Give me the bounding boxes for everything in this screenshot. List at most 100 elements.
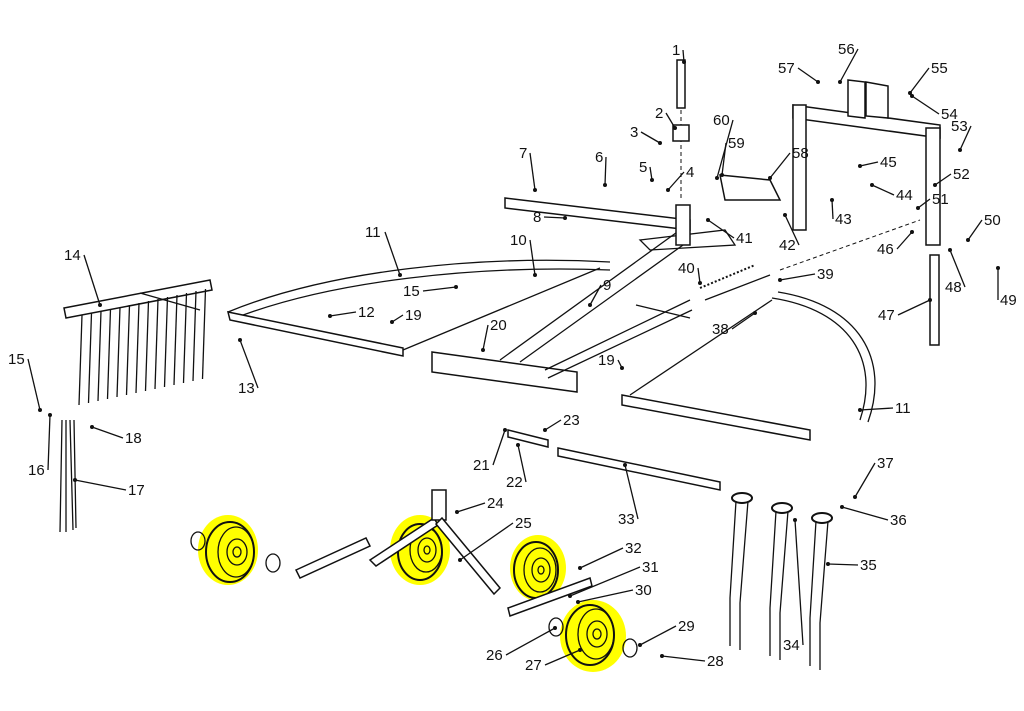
- part-label-47[interactable]: 47: [878, 307, 895, 324]
- part-label-27[interactable]: 27: [525, 657, 542, 674]
- part-label-23[interactable]: 23: [563, 412, 580, 429]
- part-label-52[interactable]: 52: [953, 166, 970, 183]
- part-label-17[interactable]: 17: [128, 482, 145, 499]
- part-label-53[interactable]: 53: [951, 118, 968, 135]
- leader-line-25: [459, 522, 514, 561]
- part-label-13[interactable]: 13: [238, 380, 255, 397]
- leader-dot-26: [553, 626, 557, 630]
- pin: [672, 59, 690, 200]
- leader-line-44: [871, 184, 895, 196]
- leader-dot-21: [503, 428, 507, 432]
- part-label-19[interactable]: 19: [405, 307, 422, 324]
- part-label-29[interactable]: 29: [678, 618, 695, 635]
- part-label-4[interactable]: 4: [686, 164, 694, 181]
- leader-lines: [27, 48, 1000, 666]
- part-label-48[interactable]: 48: [945, 279, 962, 296]
- part-label-11[interactable]: 11: [895, 400, 911, 417]
- part-label-5[interactable]: 5: [639, 159, 647, 176]
- part-label-46[interactable]: 46: [877, 241, 894, 258]
- leader-dot-52: [933, 183, 937, 187]
- leader-dot-20: [481, 348, 485, 352]
- part-label-33[interactable]: 33: [618, 511, 635, 528]
- part-label-30[interactable]: 30: [635, 582, 652, 599]
- leader-line-47: [897, 299, 931, 316]
- part-label-26[interactable]: 26: [486, 647, 503, 664]
- washer: [548, 617, 564, 637]
- part-label-54[interactable]: 54: [941, 106, 958, 123]
- leader-line-19: [391, 314, 404, 323]
- part-label-2[interactable]: 2: [655, 105, 663, 122]
- leader-dot-13: [238, 338, 242, 342]
- part-label-19[interactable]: 19: [598, 352, 615, 369]
- part-label-16[interactable]: 16: [28, 462, 45, 479]
- part-label-43[interactable]: 43: [835, 211, 852, 228]
- leader-dot-2: [673, 126, 677, 130]
- part-label-1[interactable]: 1: [672, 42, 680, 59]
- part-label-56[interactable]: 56: [838, 41, 855, 58]
- part-label-51[interactable]: 51: [932, 191, 949, 208]
- main-frame: [431, 197, 737, 393]
- part-label-60[interactable]: 60: [713, 112, 730, 129]
- part-label-8[interactable]: 8: [533, 209, 541, 226]
- leader-line-10: [529, 239, 536, 276]
- part-label-44[interactable]: 44: [896, 187, 913, 204]
- part-label-12[interactable]: 12: [358, 304, 375, 321]
- rake-tine: [87, 312, 93, 404]
- leader-dot-15: [454, 285, 458, 289]
- leader-dot-15: [38, 408, 42, 412]
- part-label-28[interactable]: 28: [707, 653, 724, 670]
- part-label-34[interactable]: 34: [783, 637, 800, 654]
- part-label-7[interactable]: 7: [519, 145, 527, 162]
- part-label-38[interactable]: 38: [712, 321, 729, 338]
- part-label-50[interactable]: 50: [984, 212, 1001, 229]
- part-label-14[interactable]: 14: [64, 247, 81, 264]
- part-label-10[interactable]: 10: [510, 232, 527, 249]
- part-label-15[interactable]: 15: [8, 351, 25, 368]
- part-label-49[interactable]: 49: [1000, 292, 1017, 309]
- leader-line-50: [967, 219, 983, 241]
- wheel-4: [565, 604, 615, 666]
- leader-line-31: [569, 566, 641, 597]
- leader-line-38: [731, 312, 756, 330]
- washer: [265, 553, 281, 573]
- part-label-39[interactable]: 39: [817, 266, 834, 283]
- leader-line-18: [91, 426, 124, 439]
- part-label-36[interactable]: 36: [890, 512, 907, 529]
- leader-line-57: [797, 67, 819, 83]
- rake-head: [63, 279, 213, 406]
- part-label-58[interactable]: 58: [792, 145, 809, 162]
- part-label-42[interactable]: 42: [779, 237, 796, 254]
- part-label-25[interactable]: 25: [515, 515, 532, 532]
- part-label-24[interactable]: 24: [487, 495, 504, 512]
- part-label-9[interactable]: 9: [603, 277, 611, 294]
- part-label-18[interactable]: 18: [125, 430, 142, 447]
- part-label-37[interactable]: 37: [877, 455, 894, 472]
- rake-tine: [125, 304, 131, 396]
- part-label-6[interactable]: 6: [595, 149, 603, 166]
- drag-bar: [59, 419, 77, 533]
- leader-line-37: [854, 462, 876, 498]
- part-label-15[interactable]: 15: [403, 283, 420, 300]
- part-label-40[interactable]: 40: [678, 260, 695, 277]
- part-label-57[interactable]: 57: [778, 60, 795, 77]
- leader-line-15: [27, 358, 41, 411]
- rake-tine: [182, 292, 188, 384]
- leader-line-55: [909, 67, 930, 94]
- part-label-45[interactable]: 45: [880, 154, 897, 171]
- part-label-32[interactable]: 32: [625, 540, 642, 557]
- leader-dot-25: [458, 558, 462, 562]
- leader-dot-43: [830, 198, 834, 202]
- part-label-35[interactable]: 35: [860, 557, 877, 574]
- rake-tine: [97, 310, 102, 402]
- part-label-41[interactable]: 41: [736, 230, 753, 247]
- part-label-11[interactable]: 11: [365, 224, 381, 241]
- leader-line-42: [784, 214, 800, 246]
- part-label-22[interactable]: 22: [506, 474, 523, 491]
- part-label-55[interactable]: 55: [931, 60, 948, 77]
- part-label-20[interactable]: 20: [490, 317, 507, 334]
- leader-line-41: [707, 219, 735, 239]
- part-label-21[interactable]: 21: [473, 457, 490, 474]
- part-label-3[interactable]: 3: [630, 124, 638, 141]
- part-label-59[interactable]: 59: [728, 135, 745, 152]
- part-label-31[interactable]: 31: [642, 559, 659, 576]
